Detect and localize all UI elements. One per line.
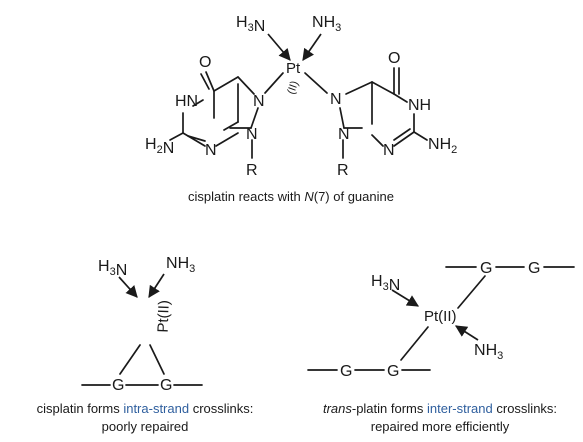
top-coordination-arrow-right [302,33,322,61]
cis-pt-g-bond-right [149,344,165,375]
top-pt-n7-bond-left [264,72,284,94]
trans-coordination-arrow-bottom [454,325,479,341]
trans-platinum-label: Pt(II) [424,308,457,325]
trans-caption-line2: repaired more efficiently [371,419,510,434]
cis-guanine-right: G [160,377,172,394]
left-guanine-n1h: HN [175,93,198,110]
trans-top-guanine-2: G [528,260,540,277]
right-guanine-n1h: NH [408,97,431,114]
left-guanine-n7: N [253,93,265,110]
left-guanine-n3: N [205,142,217,159]
trans-ammine-top: H3N [371,273,400,294]
cisplatin-intra-strand-panel: H3N NH3 Pt(II) G G cisplatin forms intra… [37,255,254,434]
cis-caption-line2: poorly repaired [102,419,189,434]
left-guanine-n9: N [246,126,258,143]
cis-coordination-arrow-left [118,276,138,298]
right-guanine-n7: N [330,91,342,108]
trans-pt-g-bond-top [457,275,486,309]
trans-top-guanine-1: G [480,260,492,277]
left-guanine-oxo: O [199,54,211,71]
cis-caption-line1: cisplatin forms intra-strand crosslinks: [37,401,254,416]
right-guanine-oxo: O [388,50,400,67]
right-guanine: O NH N NH2 N N R [330,50,457,179]
top-ammine-right: NH3 [312,14,341,34]
top-pt-n7-bond-right [304,72,328,94]
trans-pt-g-bond-bottom [400,326,429,361]
top-coordination-arrow-left [267,33,291,61]
trans-bottom-guanine-1: G [340,363,352,380]
right-guanine-n3: N [383,142,395,159]
right-guanine-amino: NH2 [428,136,457,156]
left-guanine-amino: H2N [145,136,174,157]
cisplatin-guanine-adduct: H3N NH3 Pt (II) O HN [145,14,457,204]
cis-guanine-left: G [112,377,124,394]
left-guanine-r-group: R [246,162,258,179]
cis-ammine-left: H3N [98,258,127,279]
cis-coordination-arrow-right [148,273,165,298]
trans-coordination-arrow-top [391,289,420,307]
right-guanine-r-group: R [337,162,349,179]
cis-ammine-right: NH3 [166,255,195,275]
right-guanine-n9: N [338,126,350,143]
cis-pt-g-bond-left [119,344,141,375]
trans-ammine-bottom: NH3 [474,342,503,362]
cis-platinum-label: Pt(II) [155,300,173,333]
top-caption: cisplatin reacts with N(7) of guanine [188,189,394,204]
top-platinum-symbol: Pt [286,60,301,77]
left-guanine: O HN N H2N N N R [145,54,265,179]
trans-bottom-guanine-2: G [387,363,399,380]
top-platinum-oxidation-state: (II) [285,79,301,96]
transplatin-inter-strand-panel: G G H3N NH3 Pt(II) G G trans-platin form… [307,260,575,434]
trans-caption-line1: trans-platin forms inter-strand crosslin… [323,401,557,416]
top-ammine-left: H3N [236,14,265,35]
